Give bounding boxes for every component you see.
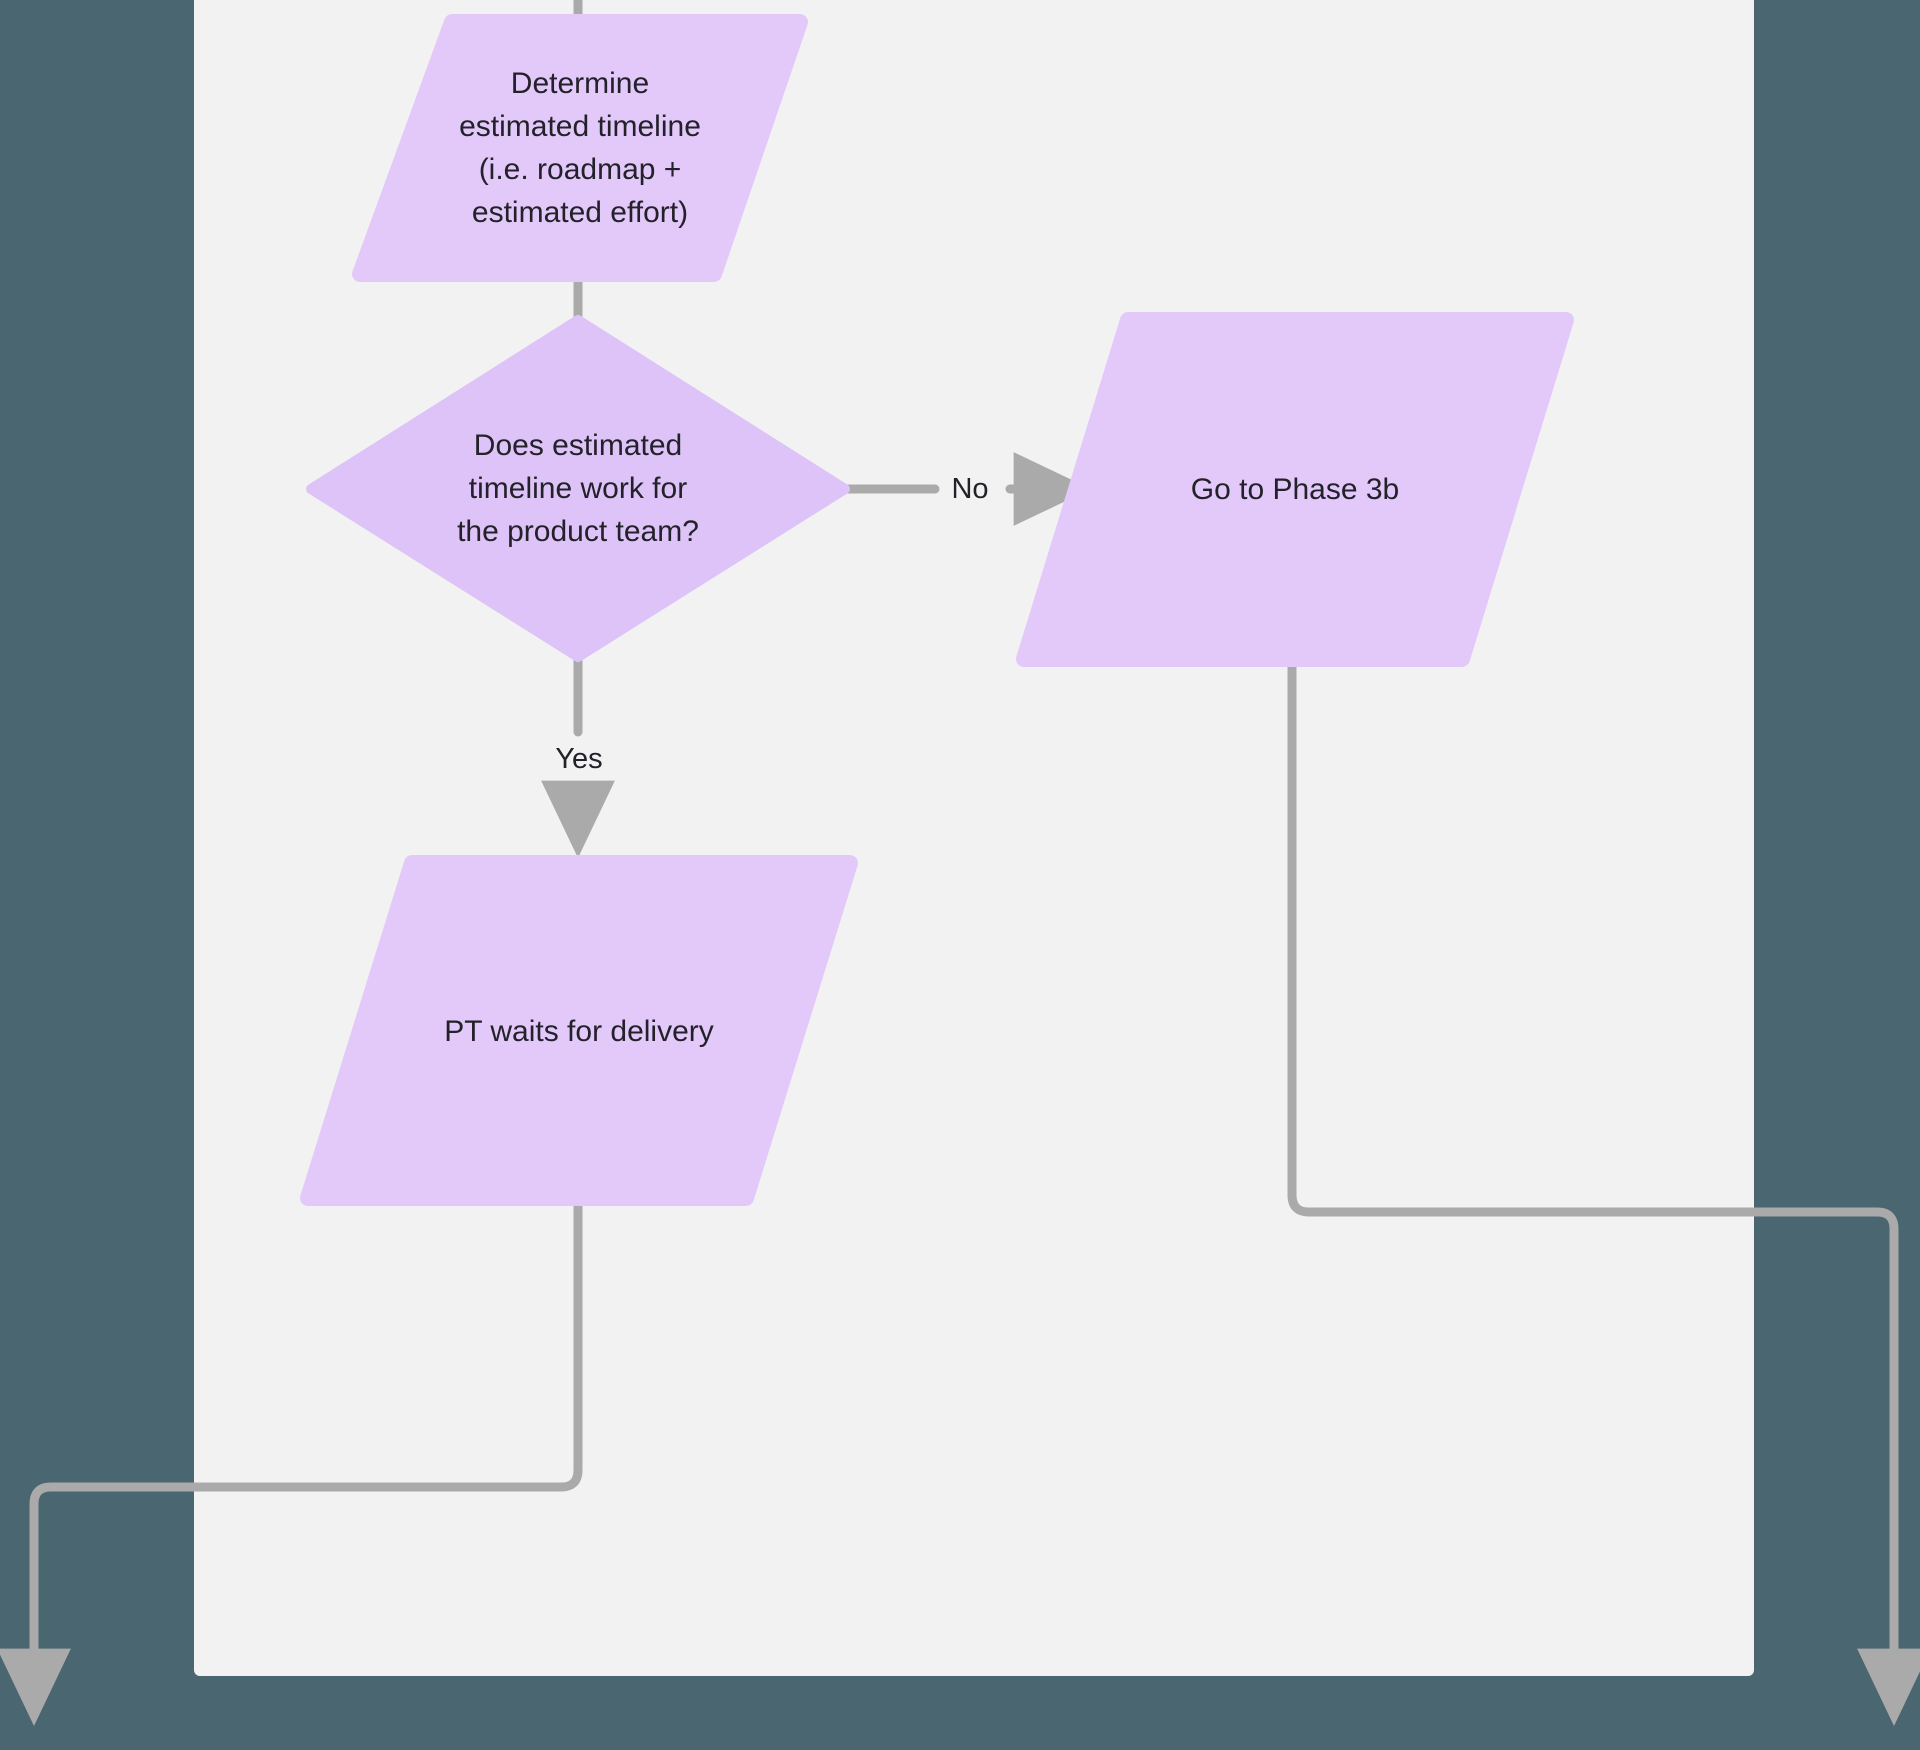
node-shape-pt-waits-for-delivery[interactable] bbox=[300, 855, 858, 1206]
node-shape-timeline-decision[interactable] bbox=[306, 315, 850, 662]
node-shape-determine-timeline-outline bbox=[352, 14, 808, 282]
node-shape-go-to-phase-3b[interactable] bbox=[1016, 312, 1574, 667]
edge-label-no: No bbox=[951, 473, 989, 505]
edge-label-yes: Yes bbox=[555, 743, 603, 775]
edge-phase3b-out bbox=[1287, 655, 1920, 1727]
edge-pt-waits-out bbox=[0, 1189, 583, 1727]
